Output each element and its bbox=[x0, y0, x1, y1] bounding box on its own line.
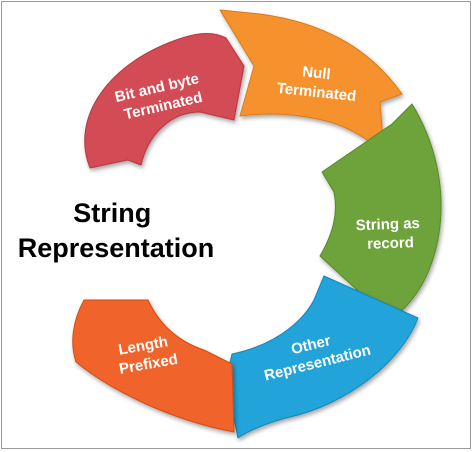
segment-string-as-record bbox=[319, 103, 442, 323]
diagram-title: String Representation bbox=[18, 198, 215, 263]
segment-bit-and-byte-terminated bbox=[84, 33, 245, 169]
segment-other-representation bbox=[225, 275, 419, 439]
label-null-terminated: Null Terminated bbox=[276, 61, 359, 105]
segment-length-prefixed bbox=[72, 299, 235, 433]
label-string-as-record: String as record bbox=[355, 215, 425, 253]
segment-null-terminated bbox=[219, 9, 403, 155]
